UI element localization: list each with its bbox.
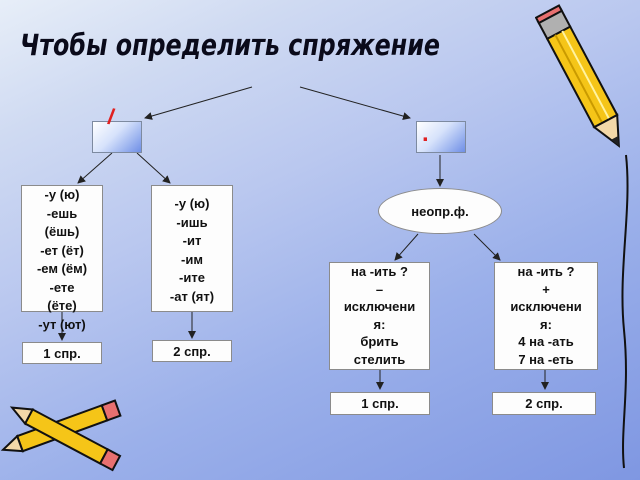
ending-line: + (542, 281, 550, 297)
ending-line: (ёте) (47, 298, 77, 313)
ending-line: исключени (510, 299, 582, 314)
ending-line: 7 на -еть (518, 351, 574, 367)
box-first-endings: -у (ю) -ешь (ёшь) -ет (ёт) -ем (ём) -ете (ёте)… (21, 185, 103, 332)
ending-line: -ите (179, 270, 205, 285)
second-conjugation-box (416, 121, 466, 153)
infinitive-oval: неопр.ф. (378, 188, 502, 234)
ending-line: на -ить ? (517, 264, 575, 279)
box-ity-plus: на -ить ? + исключени я: 4 на -ать 7 на -еть (494, 262, 598, 370)
ending-line: -у (ю) (174, 196, 210, 211)
crossed-pencils-icon (0, 399, 122, 472)
result-first-right: 1 спр. (330, 392, 430, 415)
ending-line: -ишь (176, 214, 208, 230)
ending-line: -им (181, 251, 203, 267)
ending-line: 4 на -ать (518, 334, 574, 349)
ending-line: -ете (49, 279, 75, 295)
ending-line: -ут (ют) (38, 316, 86, 332)
ending-line: -ит (182, 233, 202, 248)
ending-line: исключени (343, 299, 416, 314)
arrow-left-box1 (77, 152, 113, 184)
arrow-ellipse-box4 (473, 233, 501, 261)
arrow-title-right (299, 86, 411, 120)
page-title: Чтобы определить спряжение (20, 28, 440, 62)
ending-line: стелить (353, 351, 406, 367)
pencil-icon-right (621, 154, 629, 469)
ending-line: (ёшь) (44, 224, 80, 239)
ending-line: -у (ю) (44, 187, 80, 202)
box-ity-minus: на -ить ? – исключени я: брить стелить (329, 262, 430, 370)
result-second-left: 2 спр. (152, 340, 232, 362)
ending-line: – (375, 281, 384, 297)
ending-line: я: (373, 316, 386, 332)
result-first-left: 1 спр. (22, 342, 102, 364)
ending-line: на -ить ? (351, 264, 408, 279)
ending-line: -ешь (46, 205, 78, 221)
arrow-left-box2 (136, 152, 171, 184)
ending-line: -ем (ём) (36, 261, 88, 276)
box-second-endings: -у (ю) -ишь -ит -им -ите -ат (ят) (151, 185, 233, 312)
ending-line: -ат (ят) (169, 288, 215, 304)
ending-line: я: (540, 316, 552, 332)
first-conjugation-box (92, 121, 142, 153)
right-marker: . (422, 120, 429, 147)
arrow-title-left (144, 86, 253, 120)
pencil-icon (535, 4, 620, 148)
ending-line: -ет (ёт) (40, 242, 84, 258)
arrow-ellipse-box3 (394, 233, 419, 261)
ending-line: брить (360, 334, 399, 349)
result-second-right: 2 спр. (492, 392, 596, 415)
